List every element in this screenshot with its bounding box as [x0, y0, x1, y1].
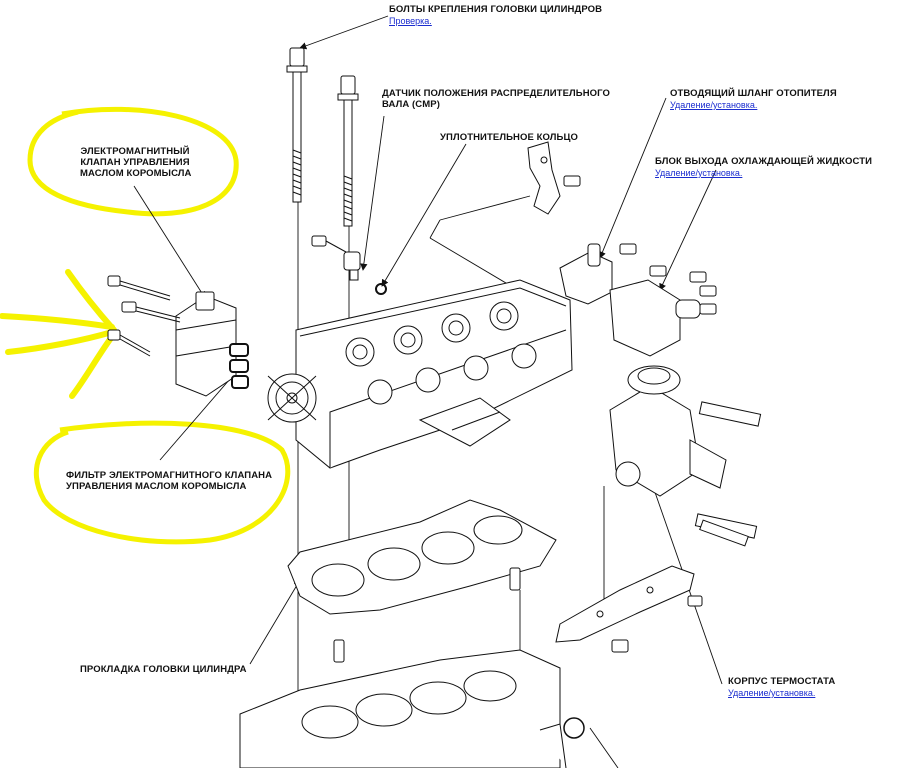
- filter-label-line1: ФИЛЬТР ЭЛЕКТРОМАГНИТНОГО КЛАПАНА: [66, 470, 273, 481]
- thermostat-housing-part: [609, 365, 762, 547]
- solenoid-filter-part: [229, 343, 249, 389]
- head-bolts-label: БОЛТЫ КРЕПЛЕНИЯ ГОЛОВКИ ЦИЛИНДРОВ: [389, 4, 603, 15]
- head-bolt-right: [337, 75, 359, 227]
- cylinder-head: [295, 279, 573, 469]
- solenoid-label-line3: МАСЛОМ КОРОМЫСЛА: [80, 168, 192, 179]
- heater-hose-link[interactable]: Удаление/установка.: [670, 100, 758, 110]
- head-gasket-part: [287, 499, 557, 615]
- head-gasket-label: ПРОКЛАДКА ГОЛОВКИ ЦИЛИНДРА: [80, 664, 247, 675]
- highlight-arrow: [0, 269, 117, 399]
- bracket: [527, 141, 581, 215]
- filter-label-line2: УПРАВЛЕНИЯ МАСЛОМ КОРОМЫСЛА: [66, 481, 247, 492]
- cmp-sensor: [311, 235, 361, 281]
- head-bolt-left: [286, 47, 308, 203]
- coolant-outlet-label: БЛОК ВЫХОДА ОХЛАЖДАЮЩЕЙ ЖИДКОСТИ: [655, 156, 873, 167]
- solenoid-bolts: [107, 275, 181, 357]
- cmp-sensor-label-line1: ДАТЧИК ПОЛОЖЕНИЯ РАСПРЕДЕЛИТЕЛЬНОГО: [382, 88, 611, 99]
- dowel-pins: [333, 567, 521, 663]
- cylinder-block: [239, 649, 567, 768]
- o-ring-part: [375, 283, 387, 295]
- cmp-sensor-label-line2: ВАЛА (CMP): [382, 99, 440, 110]
- heater-hose-label: ОТВОДЯЩИЙ ШЛАНГ ОТОПИТЕЛЯ: [670, 88, 837, 99]
- thermostat-link[interactable]: Удаление/установка.: [728, 688, 816, 698]
- coolant-outlet-link[interactable]: Удаление/установка.: [655, 168, 743, 178]
- highlight-ellipse-solenoid: [27, 106, 239, 217]
- rocker-oil-solenoid: [175, 291, 237, 397]
- water-pipe-bracket: [555, 565, 703, 653]
- solenoid-label-line1: ЭЛЕКТРОМАГНИТНЫЙ: [80, 146, 190, 157]
- highlight-ellipse-filter: [33, 420, 291, 545]
- cam-sprocket: [267, 373, 317, 423]
- o-ring-label: УПЛОТНИТЕЛЬНОЕ КОЛЬЦО: [440, 132, 579, 143]
- coolant-outlet-part: [609, 271, 717, 357]
- thermostat-label: КОРПУС ТЕРМОСТАТА: [728, 676, 836, 687]
- solenoid-label-line2: КЛАПАН УПРАВЛЕНИЯ: [80, 157, 190, 168]
- thermostat-o-ring: [563, 717, 585, 739]
- head-bolts-link[interactable]: Проверка.: [389, 16, 432, 26]
